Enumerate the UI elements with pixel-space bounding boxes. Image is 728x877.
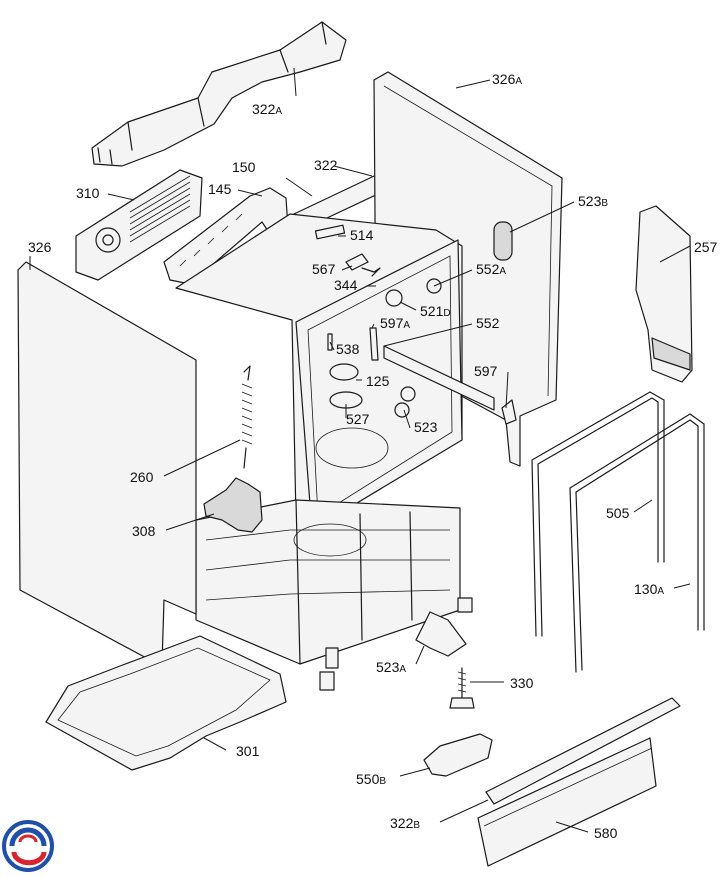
label-523a: 523A xyxy=(376,659,406,675)
small-parts xyxy=(314,224,517,425)
label-150: 150 xyxy=(232,159,256,175)
part-260-spring xyxy=(241,365,253,469)
label-308: 308 xyxy=(132,523,156,539)
part-labels: 322A 326A 150 322 310 145 523B 514 257 3… xyxy=(28,71,718,841)
label-523: 523 xyxy=(414,419,438,435)
part-326-side-panel xyxy=(17,261,197,665)
label-260: 260 xyxy=(130,469,154,485)
label-597a: 597A xyxy=(380,315,410,331)
label-257: 257 xyxy=(694,239,718,255)
leader-lines xyxy=(29,67,691,833)
label-322b: 322B xyxy=(390,815,420,831)
part-310-grille xyxy=(75,169,203,281)
label-145: 145 xyxy=(208,181,232,197)
label-552a: 552A xyxy=(476,261,506,277)
part-580-plinth xyxy=(477,737,657,867)
label-326: 326 xyxy=(28,239,52,255)
label-580: 580 xyxy=(594,825,618,841)
label-125: 125 xyxy=(366,373,390,389)
part-130a-seal xyxy=(569,413,705,673)
part-308-hinge xyxy=(203,477,263,533)
part-322a-top-rail xyxy=(91,21,347,167)
label-550b: 550B xyxy=(356,771,386,787)
label-344: 344 xyxy=(334,277,358,293)
label-552: 552 xyxy=(476,315,500,331)
label-322: 322 xyxy=(314,157,338,173)
part-257-bracket xyxy=(635,205,693,383)
label-523b: 523B xyxy=(578,193,608,209)
brand-swirl-icon xyxy=(2,820,54,872)
label-514: 514 xyxy=(350,227,374,243)
label-505: 505 xyxy=(606,505,630,521)
part-322b-plinth-rail xyxy=(485,697,681,805)
tub-feet xyxy=(319,597,473,691)
label-310: 310 xyxy=(76,185,100,201)
label-527: 527 xyxy=(346,411,370,427)
part-330-screw-foot xyxy=(449,667,475,709)
label-597: 597 xyxy=(474,363,498,379)
part-550b-bracket xyxy=(423,733,493,777)
part-523a-clip xyxy=(415,611,467,657)
label-326a: 326A xyxy=(492,71,522,87)
label-521d: 521D xyxy=(420,303,451,319)
label-322a: 322A xyxy=(252,101,282,117)
part-tub-body xyxy=(175,213,463,665)
label-538: 538 xyxy=(336,341,360,357)
label-567: 567 xyxy=(312,261,336,277)
part-301-base-tray xyxy=(45,635,287,771)
label-130a: 130A xyxy=(634,581,664,597)
label-330: 330 xyxy=(510,675,534,691)
label-301: 301 xyxy=(236,743,260,759)
part-505-seal xyxy=(531,391,665,637)
